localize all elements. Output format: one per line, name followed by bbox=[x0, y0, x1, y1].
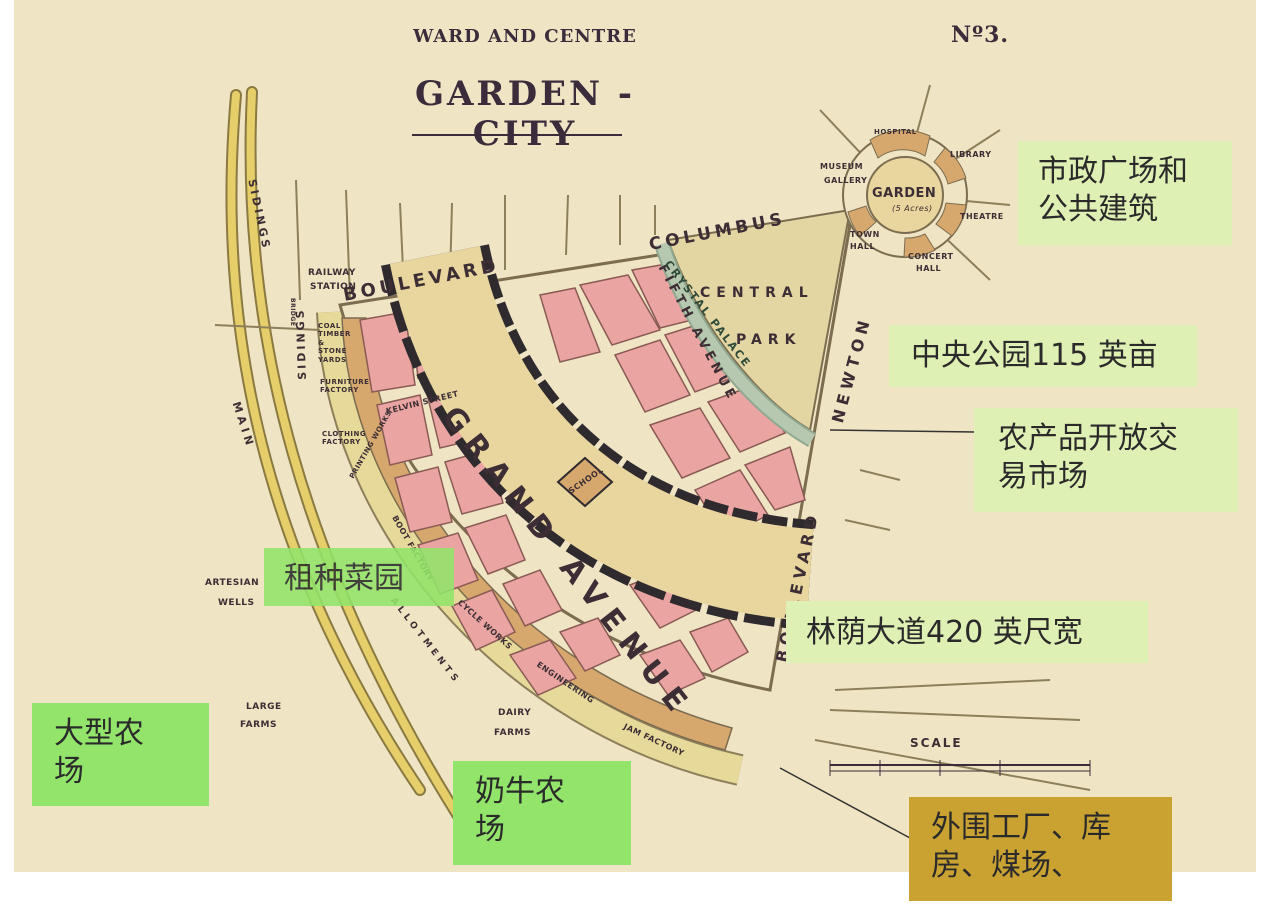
garden-label: GARDEN bbox=[872, 186, 937, 201]
concert-hall-building bbox=[903, 233, 936, 258]
annotation-allotments: 租种菜园 bbox=[264, 548, 454, 606]
central-park-label-2: PARK bbox=[736, 332, 802, 348]
concert-hall-label-1: CONCERT bbox=[908, 252, 954, 261]
museum-label: MUSEUM bbox=[820, 162, 864, 171]
annotation-central-park: 中央公园115 英亩 bbox=[889, 325, 1197, 387]
dairy-farms-label-1: DAIRY bbox=[498, 708, 532, 718]
library-label: LIBRARY bbox=[950, 150, 992, 159]
railway-lines bbox=[225, 86, 476, 841]
theatre-building bbox=[935, 202, 967, 237]
concert-hall-label-2: HALL bbox=[916, 264, 942, 273]
artesian-wells-label-2: WELLS bbox=[218, 598, 255, 608]
header-title: GARDEN - CITY bbox=[414, 74, 636, 154]
hospital-label: HOSPITAL bbox=[874, 128, 917, 136]
plate-number: Nº3. bbox=[950, 22, 1010, 48]
theatre-label: THEATRE bbox=[960, 212, 1004, 221]
annotation-outer-factories: 外围工厂、库 房、煤场、 bbox=[909, 797, 1172, 901]
central-park-label-1: CENTRAL bbox=[700, 285, 814, 301]
annotation-large-farms: 大型农 场 bbox=[32, 703, 209, 806]
hospital-building bbox=[869, 129, 931, 159]
railway-station-label-1: RAILWAY bbox=[308, 268, 356, 278]
town-hall-building bbox=[847, 205, 877, 237]
coal-yards-label: COAL TIMBER & STONE YARDS bbox=[318, 322, 351, 364]
artesian-wells-label-1: ARTESIAN bbox=[205, 578, 260, 588]
school-building bbox=[556, 456, 614, 508]
large-farms-label-2: FARMS bbox=[240, 720, 277, 730]
large-farms-label-1: LARGE bbox=[246, 702, 282, 712]
radial-roads bbox=[214, 179, 1091, 791]
grand-avenue-band bbox=[381, 243, 815, 630]
header-subtitle: WARD AND CENTRE bbox=[413, 26, 637, 47]
town-hall-label-2: HALL bbox=[850, 242, 876, 251]
clothing-factory-label: CLOTHING FACTORY bbox=[322, 430, 367, 447]
bridge-label: BRIDGE bbox=[289, 298, 296, 327]
annotation-grand-avenue-width: 林荫大道420 英尺宽 bbox=[786, 601, 1148, 663]
railway-station-label-2: STATION bbox=[310, 282, 357, 292]
annotation-produce-market: 农产品开放交 易市场 bbox=[974, 408, 1238, 512]
annotation-pointers bbox=[779, 429, 976, 839]
annotation-civic-centre: 市政广场和 公共建筑 bbox=[1018, 141, 1232, 245]
dairy-farms-label-2: FARMS bbox=[494, 728, 531, 738]
annotation-dairy-farms: 奶牛农 场 bbox=[453, 761, 631, 865]
gallery-label: GALLERY bbox=[824, 176, 868, 185]
library-building bbox=[933, 147, 967, 185]
scale-label: SCALE bbox=[910, 736, 963, 750]
garden-size-label: (5 Acres) bbox=[892, 204, 933, 213]
furniture-factory-label: FURNITURE FACTORY bbox=[320, 378, 370, 395]
scale-bar bbox=[829, 760, 1091, 776]
central-garden bbox=[866, 156, 944, 234]
civic-centre bbox=[819, 84, 1011, 281]
town-hall-label-1: TOWN bbox=[850, 230, 880, 239]
